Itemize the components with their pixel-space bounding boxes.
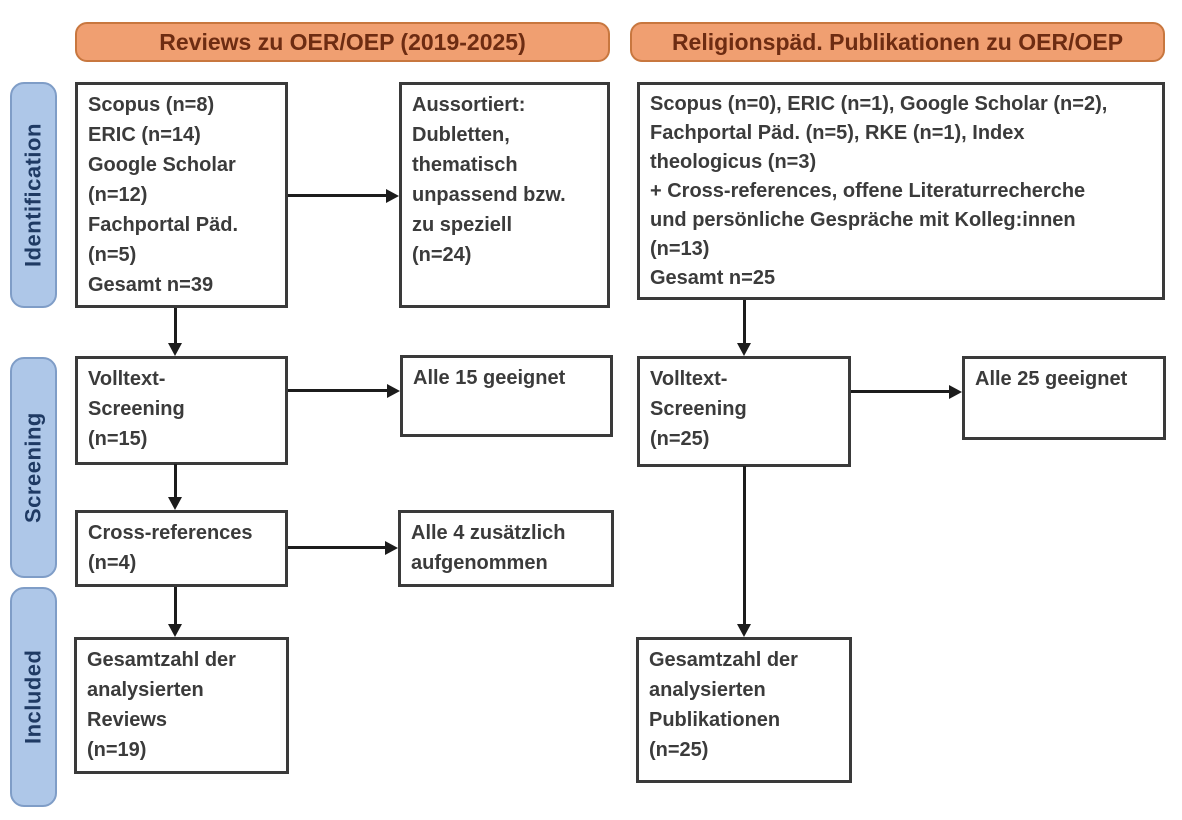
arrow-head-icon [168,497,182,510]
column-header-reviews: Reviews zu OER/OEP (2019-2025) [75,22,610,62]
arrow-line [288,389,389,392]
arrow-head-icon [386,189,399,203]
arrow-line [743,300,746,345]
box-left-included-total: Gesamtzahl der analysierten Reviews (n=1… [74,637,289,774]
arrow-line [174,587,177,626]
box-left-fulltext-screening: Volltext- Screening (n=15) [75,356,288,465]
box-left-sources: Scopus (n=8) ERIC (n=14) Google Scholar … [75,82,288,308]
box-left-excluded: Aussortiert: Dubletten, thematisch unpas… [399,82,610,308]
arrow-head-icon [168,343,182,356]
arrow-head-icon [168,624,182,637]
box-right-sources: Scopus (n=0), ERIC (n=1), Google Scholar… [637,82,1165,300]
box-left-fulltext-result: Alle 15 geeignet [400,355,613,437]
arrow-line [743,466,746,626]
box-right-fulltext-screening: Volltext- Screening (n=25) [637,356,851,467]
arrow-line [288,546,387,549]
arrow-head-icon [949,385,962,399]
arrow-head-icon [737,343,751,356]
box-right-fulltext-result: Alle 25 geeignet [962,356,1166,440]
column-header-religionspaed: Religionspäd. Publikationen zu OER/OEP [630,22,1165,62]
arrow-line [851,390,951,393]
arrow-line [174,308,177,345]
box-left-crossreferences-result: Alle 4 zusätzlich aufgenommen [398,510,614,587]
box-left-crossreferences: Cross-references (n=4) [75,510,288,587]
arrow-line [174,464,177,499]
stage-label-included: Included [10,587,57,807]
arrow-line [288,194,388,197]
arrow-head-icon [737,624,751,637]
arrow-head-icon [387,384,400,398]
stage-label-identification: Identification [10,82,57,308]
stage-label-screening: Screening [10,357,57,578]
box-right-included-total: Gesamtzahl der analysierten Publikatione… [636,637,852,783]
arrow-head-icon [385,541,398,555]
